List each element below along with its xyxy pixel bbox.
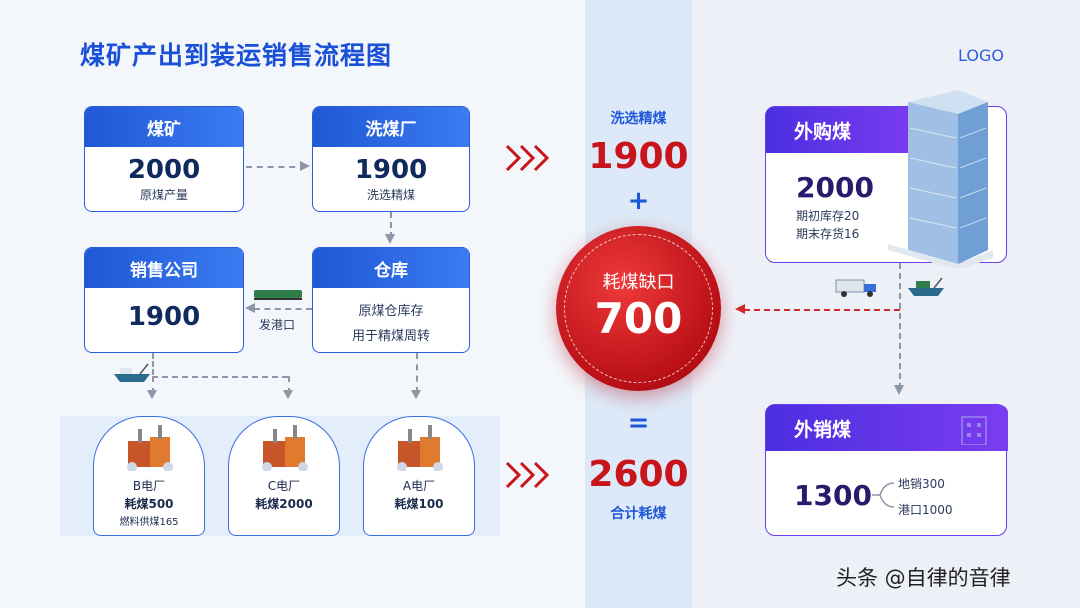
arrow-down-icon	[147, 390, 157, 399]
center-total-label: 合计耗煤	[610, 506, 667, 522]
ship-icon	[908, 277, 944, 296]
center-top-label: 洗选精煤	[610, 111, 667, 127]
arrow-left-icon	[245, 303, 255, 313]
branch-icon	[872, 482, 895, 508]
arrow-left-icon	[735, 304, 745, 314]
plant-b-name: B电厂	[132, 479, 166, 493]
center-total-value: 2600	[588, 454, 689, 495]
sales-down-connector	[152, 353, 154, 375]
plant-c-consume: 耗煤2000	[255, 497, 313, 511]
wash-title: 洗煤厂	[313, 107, 469, 147]
gap-label: 耗煤缺口	[602, 272, 675, 293]
warehouse-to-sales-connector	[254, 308, 312, 310]
page-title: 煤矿产出到装运销售流程图	[80, 41, 393, 70]
plant-a-card: A电厂 耗煤100	[363, 416, 475, 536]
mine-card: 煤矿 2000 原煤产量	[84, 106, 244, 212]
plant-c-card: C电厂 耗煤2000	[228, 416, 340, 536]
purchase-title: 外购煤	[766, 107, 916, 153]
office-building-icon	[888, 90, 993, 268]
mine-value: 2000	[127, 155, 201, 185]
ship-icon	[114, 363, 150, 382]
wash-card: 洗煤厂 1900 洗选精煤	[312, 106, 470, 212]
arrow-down-icon	[894, 385, 904, 395]
power-plant-icon	[127, 425, 173, 471]
plant-b-card: B电厂 耗煤500 燃料供煤165	[93, 416, 205, 536]
wash-sub: 洗选精煤	[366, 188, 415, 202]
export-item1: 地销300	[898, 477, 945, 491]
wash-value: 1900	[354, 155, 428, 185]
plant-c-name: C电厂	[267, 479, 301, 493]
arrow-down-icon	[385, 234, 395, 244]
logo: LOGO	[958, 46, 1004, 65]
plus-sign: +	[627, 186, 650, 216]
plant-b-consume: 耗煤500	[124, 497, 174, 511]
warehouse-title: 仓库	[313, 248, 469, 288]
train-icon	[254, 290, 302, 300]
sales-value: 1900	[127, 302, 201, 332]
warehouse-to-plant-a-connector	[416, 353, 418, 393]
watermark: 头条 @自律的音律	[836, 566, 1011, 590]
power-plant-icon	[397, 425, 443, 471]
chevron-arrows-icon	[505, 461, 550, 489]
center-top-value: 1900	[588, 136, 689, 177]
export-value: 1300	[794, 479, 872, 512]
export-title: 外销煤	[766, 405, 1008, 451]
wash-to-warehouse-connector	[390, 212, 392, 238]
purchase-to-gap-connector	[744, 309, 900, 311]
export-item2: 港口1000	[898, 503, 953, 517]
warehouse-card: 仓库 原煤仓库存 用于精煤周转	[312, 247, 470, 353]
to-port-label: 发港口	[259, 318, 296, 332]
mine-sub: 原煤产量	[139, 188, 188, 202]
equals-sign: =	[627, 408, 650, 438]
to-plant-b-connector	[152, 376, 154, 394]
arrow-right-icon	[300, 161, 310, 171]
arrow-down-icon	[283, 390, 293, 399]
gap-circle: 耗煤缺口 700	[556, 226, 721, 391]
warehouse-line2: 用于精煤周转	[351, 329, 430, 344]
gap-circle-ring	[564, 234, 713, 383]
purchase-line2: 期末存货16	[796, 227, 860, 241]
truck-icon	[835, 279, 876, 297]
purchase-to-export-connector	[899, 263, 901, 389]
arrow-down-icon	[411, 390, 421, 399]
purchase-line1: 期初库存20	[796, 209, 860, 223]
power-plant-icon	[262, 425, 308, 471]
building-icon	[961, 416, 987, 445]
chevron-arrows-icon	[505, 144, 550, 172]
to-plant-c-connector	[288, 376, 290, 394]
warehouse-line1: 原煤仓库存	[358, 304, 424, 319]
gap-value: 700	[594, 294, 683, 343]
mine-to-wash-connector	[246, 166, 306, 168]
sales-to-plants-connector	[152, 376, 288, 378]
export-card: 外销煤 1300 地销300 港口1000	[765, 404, 1008, 536]
plant-a-consume: 耗煤100	[394, 497, 444, 511]
mine-title: 煤矿	[85, 107, 243, 147]
plant-a-name: A电厂	[402, 479, 436, 493]
plant-b-extra: 燃料供煤165	[119, 517, 179, 528]
sales-card: 销售公司 1900	[84, 247, 244, 353]
purchase-value: 2000	[796, 171, 874, 204]
sales-title: 销售公司	[85, 248, 243, 288]
